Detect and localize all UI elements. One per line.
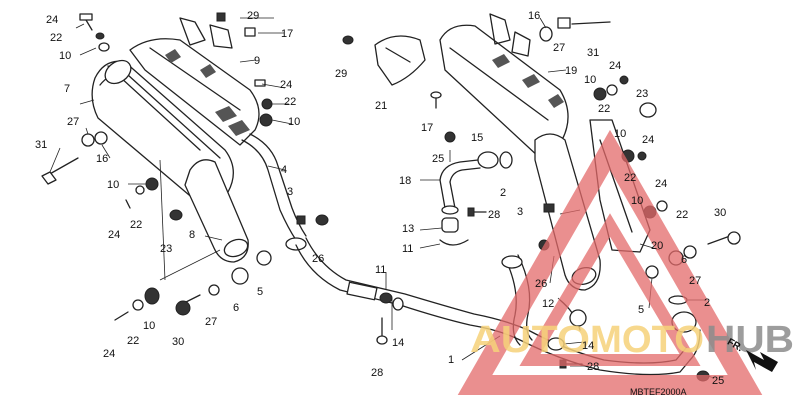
watermark-text-moto: MOTO bbox=[590, 319, 704, 361]
part-callout-11: 11 bbox=[375, 264, 386, 276]
part-callout-22: 22 bbox=[50, 32, 62, 44]
part-callout-10: 10 bbox=[614, 128, 626, 140]
part-callout-29: 29 bbox=[335, 68, 347, 80]
part-callout-10: 10 bbox=[143, 320, 155, 332]
part-callout-22: 22 bbox=[676, 209, 688, 221]
part-callout-22: 22 bbox=[127, 335, 139, 347]
part-callout-10: 10 bbox=[59, 50, 71, 62]
part-callout-22: 22 bbox=[130, 219, 142, 231]
part-callouts: 2422107273116102422238291792422104326562… bbox=[35, 10, 726, 387]
right-small-heat-shield bbox=[374, 35, 426, 86]
part-callout-5: 5 bbox=[257, 286, 263, 298]
part-callout-28: 28 bbox=[371, 367, 383, 379]
part-callout-10: 10 bbox=[107, 179, 119, 191]
part-callout-21: 21 bbox=[375, 100, 387, 112]
part-callout-24: 24 bbox=[103, 348, 115, 360]
left-lower-muffler bbox=[184, 159, 249, 263]
part-callout-23: 23 bbox=[636, 88, 648, 100]
part-callout-26: 26 bbox=[312, 253, 324, 265]
part-callout-24: 24 bbox=[609, 60, 621, 72]
part-callout-11: 11 bbox=[402, 243, 413, 255]
part-callout-27: 27 bbox=[689, 275, 701, 287]
part-callout-12: 12 bbox=[542, 298, 554, 310]
part-callout-5: 5 bbox=[638, 304, 644, 316]
part-callout-10: 10 bbox=[288, 116, 300, 128]
part-callout-10: 10 bbox=[584, 74, 596, 86]
part-callout-24: 24 bbox=[46, 14, 58, 26]
part-callout-25: 25 bbox=[712, 375, 724, 387]
part-callout-19: 19 bbox=[565, 65, 577, 77]
left-exhaust-pipe bbox=[241, 139, 297, 241]
part-callout-27: 27 bbox=[67, 116, 79, 128]
part-callout-24: 24 bbox=[642, 134, 654, 146]
part-callout-1: 1 bbox=[448, 354, 454, 366]
part-callout-6: 6 bbox=[233, 302, 239, 314]
part-callout-24: 24 bbox=[108, 229, 120, 241]
part-callout-31: 31 bbox=[587, 47, 599, 59]
connector-pipe bbox=[439, 159, 479, 181]
part-callout-24: 24 bbox=[280, 79, 292, 91]
front-arrow-icon bbox=[746, 350, 778, 372]
part-callout-22: 22 bbox=[598, 103, 610, 115]
part-callout-25: 25 bbox=[432, 153, 444, 165]
part-callout-6: 6 bbox=[681, 254, 687, 266]
part-callout-4: 4 bbox=[281, 164, 287, 176]
part-callout-13: 13 bbox=[402, 223, 414, 235]
part-callout-7: 7 bbox=[64, 83, 70, 95]
part-callout-3: 3 bbox=[517, 206, 523, 218]
part-callout-9: 9 bbox=[254, 55, 260, 67]
part-callout-18: 18 bbox=[399, 175, 411, 187]
part-callout-27: 27 bbox=[205, 316, 217, 328]
part-callout-26: 26 bbox=[535, 278, 547, 290]
part-callout-22: 22 bbox=[284, 96, 296, 108]
left-muffler-assembly bbox=[41, 12, 329, 321]
part-callout-16: 16 bbox=[96, 153, 108, 165]
part-callout-2: 2 bbox=[500, 187, 506, 199]
part-callout-22: 22 bbox=[624, 172, 636, 184]
autohub-watermark: AUTO MOTO HUB bbox=[457, 129, 794, 395]
part-callout-30: 30 bbox=[714, 207, 726, 219]
part-callout-20: 20 bbox=[651, 240, 663, 252]
part-callout-27: 27 bbox=[553, 42, 565, 54]
watermark-text-auto: AUTO bbox=[470, 319, 590, 361]
part-callout-23: 23 bbox=[160, 243, 172, 255]
part-callout-24: 24 bbox=[655, 178, 667, 190]
part-callout-8: 8 bbox=[189, 229, 195, 241]
part-callout-2: 2 bbox=[704, 297, 710, 309]
part-callout-17: 17 bbox=[281, 28, 293, 40]
part-callout-14: 14 bbox=[582, 340, 594, 352]
part-callout-15: 15 bbox=[471, 132, 483, 144]
part-callout-10: 10 bbox=[631, 195, 643, 207]
diagram-code: MBTEF2000A bbox=[630, 387, 687, 397]
part-callout-3: 3 bbox=[287, 186, 293, 198]
part-callout-31: 31 bbox=[35, 139, 47, 151]
part-callout-28: 28 bbox=[587, 361, 599, 373]
part-callout-17: 17 bbox=[421, 122, 433, 134]
part-callout-30: 30 bbox=[172, 336, 184, 348]
part-callout-28: 28 bbox=[488, 209, 500, 221]
part-callout-16: 16 bbox=[528, 10, 540, 22]
part-callout-29: 29 bbox=[247, 10, 259, 22]
part-callout-14: 14 bbox=[392, 337, 404, 349]
